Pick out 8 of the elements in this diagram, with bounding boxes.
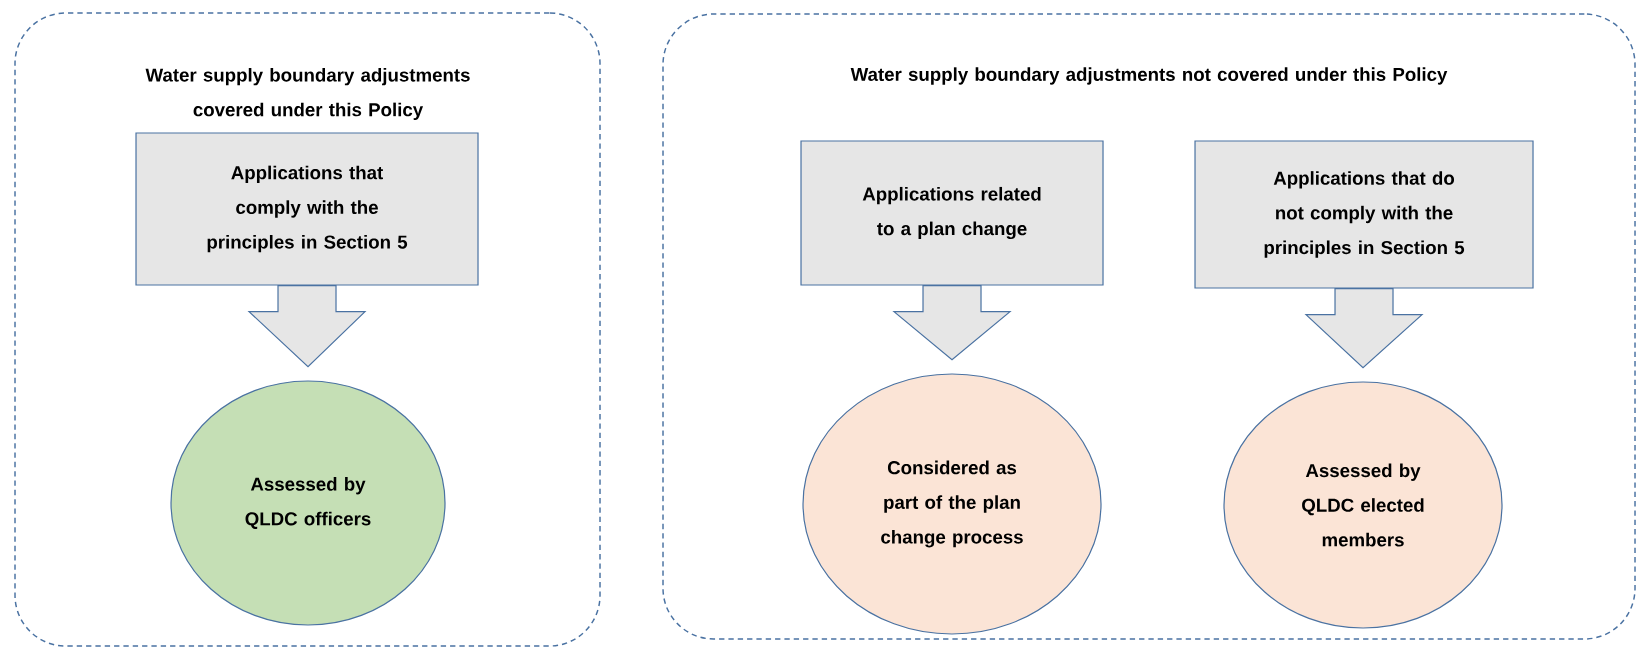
group-heading: Water supply boundary adjustments covered under this Policy [145,67,470,121]
block-arrow [247,285,367,368]
block-arrow [892,285,1012,361]
process-box: Applications that do not comply with the principles in Section 5 [1194,140,1534,289]
process-box: Applications that comply with the principles in Section 5 [135,132,479,286]
group-heading: Water supply boundary adjustments not covered under this Policy [850,67,1448,85]
block-arrow [1304,288,1424,369]
process-box: Applications related to a plan change [800,140,1104,286]
